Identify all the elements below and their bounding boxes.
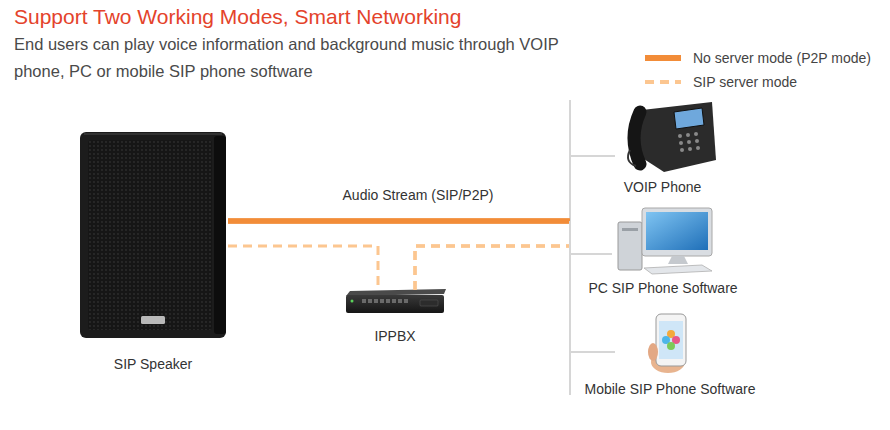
legend-text: SIP server mode bbox=[693, 74, 797, 90]
phone-key bbox=[694, 132, 698, 136]
node-label-group: SIP Speaker bbox=[114, 356, 192, 372]
ippbx-port bbox=[374, 299, 378, 303]
title-text: Support Two Working Modes, Smart Network… bbox=[14, 4, 461, 30]
phone-key bbox=[686, 133, 690, 137]
ippbx-port bbox=[386, 299, 390, 303]
bus-branch bbox=[570, 221, 615, 352]
node-label: IPPBX bbox=[374, 328, 415, 344]
bus-branch bbox=[570, 246, 615, 352]
bus-branch bbox=[570, 156, 615, 221]
phone-screen bbox=[674, 108, 704, 129]
edge-label: Audio Stream (SIP/P2P) bbox=[343, 187, 494, 203]
speaker-illustration bbox=[80, 132, 226, 338]
phone-cord bbox=[628, 150, 636, 166]
speaker-edge bbox=[84, 133, 222, 135]
bus-branch bbox=[570, 221, 612, 254]
voip-phone-illustration bbox=[628, 102, 716, 172]
ippbx-port bbox=[368, 299, 372, 303]
pc-tower bbox=[618, 222, 642, 270]
phone-key bbox=[678, 134, 682, 138]
audio-connector bbox=[415, 246, 612, 290]
ippbx-port bbox=[404, 299, 408, 303]
node-label-group: VOIP Phone bbox=[624, 179, 702, 195]
mobile-petal bbox=[667, 342, 675, 350]
ippbx-port bbox=[398, 299, 402, 303]
pc-monitor bbox=[642, 208, 712, 256]
node-label: PC SIP Phone Software bbox=[588, 280, 737, 296]
pc-illustration bbox=[618, 208, 712, 274]
audio-connector bbox=[415, 246, 615, 352]
ippbx-panel bbox=[420, 300, 438, 306]
audio-connector bbox=[228, 156, 615, 221]
mobile-illustration bbox=[648, 314, 686, 373]
thumb bbox=[648, 343, 658, 361]
pc-drive bbox=[622, 228, 638, 231]
ippbx-port bbox=[392, 299, 396, 303]
phone-key bbox=[680, 148, 684, 152]
speaker-node: SIP Speaker bbox=[78, 130, 228, 375]
pbx-node: IPPBX bbox=[340, 290, 450, 345]
legend-sample bbox=[645, 82, 681, 83]
phone-keypad bbox=[678, 132, 700, 152]
bus-branch bbox=[570, 246, 612, 254]
speaker-body bbox=[80, 132, 226, 338]
audio-connector bbox=[228, 221, 612, 254]
phone-key bbox=[695, 139, 699, 143]
legend-sample bbox=[645, 58, 681, 59]
legend-line bbox=[645, 80, 681, 84]
phone-handset bbox=[634, 112, 640, 164]
phone-key bbox=[679, 141, 683, 145]
ippbx-port bbox=[380, 299, 384, 303]
node-label-group: Mobile SIP Phone Software bbox=[585, 381, 756, 397]
pc-screen bbox=[646, 212, 708, 250]
pc-node: PC SIP Phone Software bbox=[612, 205, 714, 297]
stream-line bbox=[415, 246, 570, 290]
speaker-badge bbox=[141, 316, 165, 324]
mobile-screen bbox=[659, 321, 683, 359]
stream-line bbox=[228, 219, 570, 224]
phone-key bbox=[687, 140, 691, 144]
stream-line bbox=[415, 246, 570, 290]
audio-connector bbox=[228, 221, 615, 352]
speaker-grille bbox=[88, 140, 212, 330]
pc-keyboard bbox=[644, 265, 712, 274]
stream-line bbox=[228, 219, 570, 224]
caption-text: End users can play voice information and… bbox=[14, 31, 584, 85]
node-label: SIP Speaker bbox=[114, 356, 192, 372]
node-label-group: IPPBX bbox=[374, 328, 415, 344]
audio-connector bbox=[228, 246, 378, 290]
node-label: Mobile SIP Phone Software bbox=[585, 381, 756, 397]
ippbx-body bbox=[346, 295, 444, 313]
node-label-group: PC SIP Phone Software bbox=[588, 280, 737, 296]
legend-text: No server mode (P2P mode) bbox=[693, 50, 871, 66]
phone-key bbox=[688, 147, 692, 151]
ippbx-top bbox=[346, 289, 446, 296]
phone-node: VOIP Phone bbox=[615, 96, 710, 196]
mobile-node: Mobile SIP Phone Software bbox=[615, 308, 725, 398]
stream-line bbox=[415, 246, 570, 290]
ippbx-port bbox=[362, 299, 366, 303]
node-label: VOIP Phone bbox=[624, 179, 702, 195]
stream-line bbox=[228, 219, 570, 224]
ippbx-illustration bbox=[346, 289, 446, 313]
speaker-side bbox=[214, 136, 226, 334]
legend-line bbox=[645, 55, 681, 61]
phone-body bbox=[630, 102, 716, 172]
pc-stand bbox=[668, 256, 688, 264]
ippbx-led bbox=[351, 300, 354, 303]
phone-key bbox=[696, 146, 700, 150]
bus-branch bbox=[570, 156, 615, 246]
stream-line bbox=[228, 246, 378, 290]
mobile-body bbox=[656, 314, 686, 366]
